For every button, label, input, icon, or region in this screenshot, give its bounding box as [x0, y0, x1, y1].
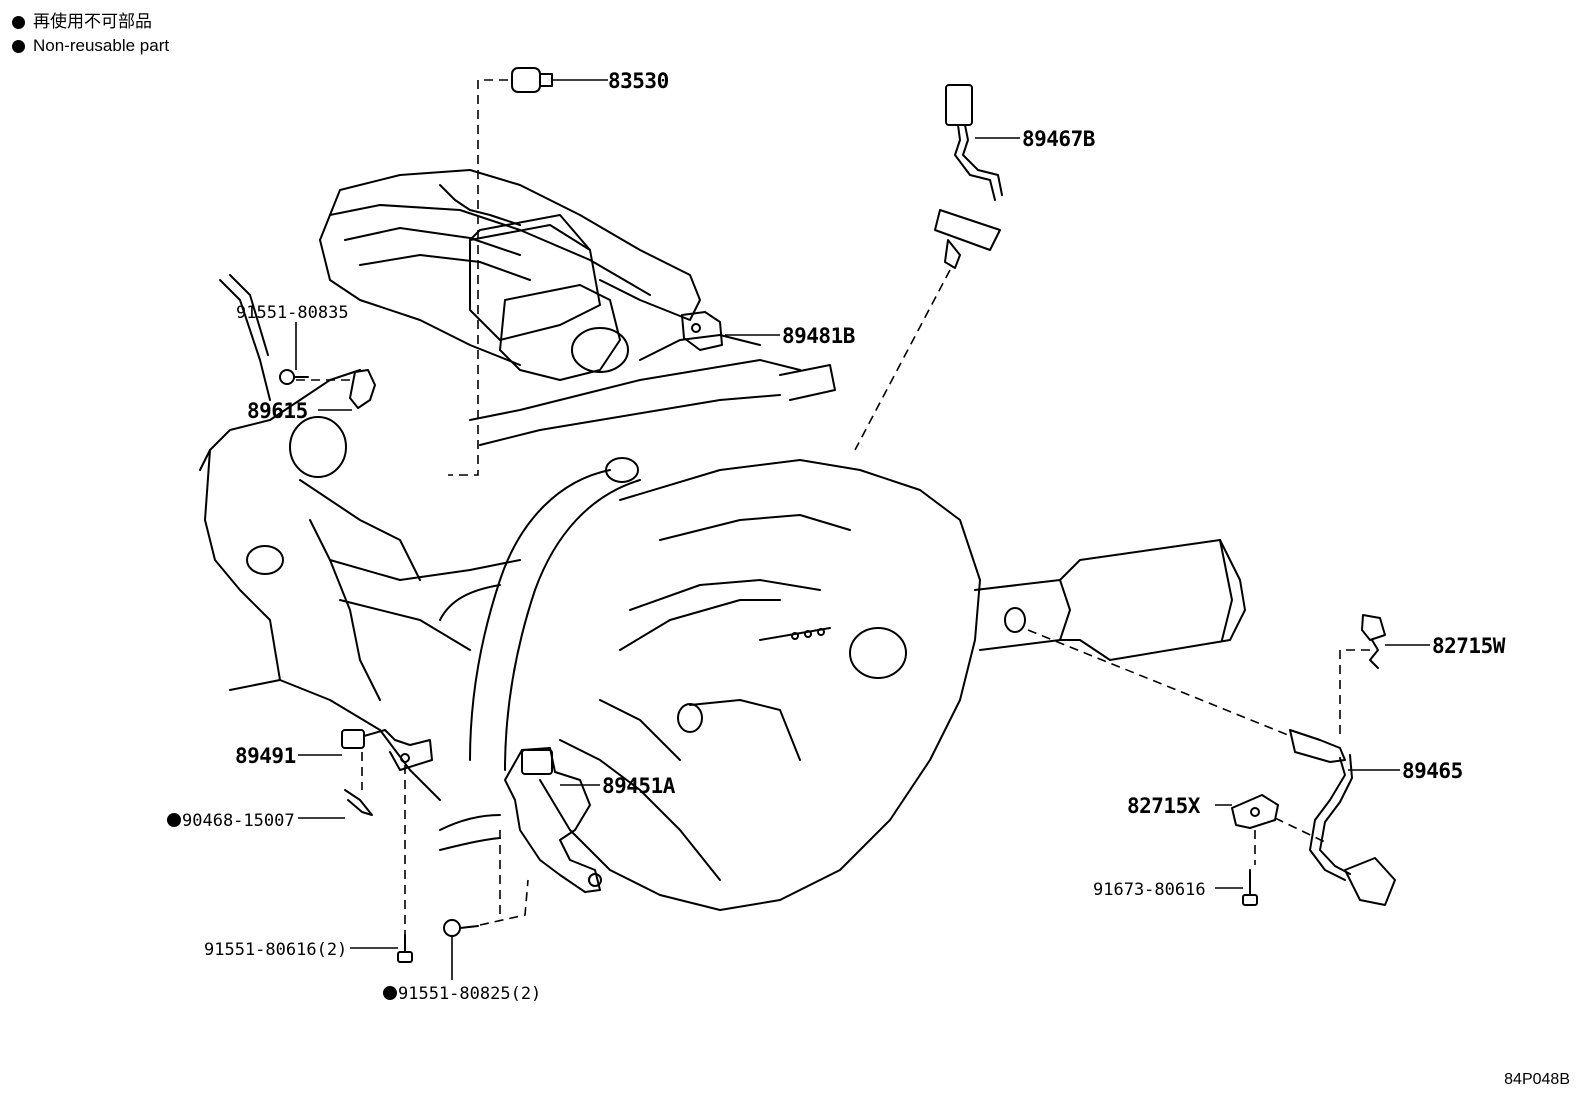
part-82715W-sketch: [1361, 614, 1386, 669]
bolt-91551-80616-sketch: [397, 934, 413, 963]
part-label-91551-80835: 91551-80835: [236, 303, 349, 323]
part-label-89615: 89615: [247, 399, 308, 423]
part-89481B-sketch: [681, 311, 723, 351]
engine-assembly-drawing: [199, 169, 1246, 911]
part-89615-sketch: [279, 369, 376, 409]
bolt-91673-sketch: [1242, 869, 1258, 906]
legend: 再使用不可部品 Non-reusable part: [12, 10, 169, 58]
part-90468-sketch: [344, 789, 373, 816]
leader-lines: [295, 79, 1430, 980]
part-89467B-sketch: [934, 84, 1003, 269]
non-reusable-dot-icon: [12, 39, 25, 53]
part-label-89465: 89465: [1402, 759, 1463, 783]
non-reusable-dot-icon: [12, 15, 25, 29]
legend-row-jp: 再使用不可部品: [12, 10, 169, 34]
part-89465-sketch: [1289, 729, 1396, 906]
dashed-connection-lines: [296, 79, 1370, 935]
non-reusable-dot-icon: [167, 813, 181, 827]
non-reusable-dot-icon: [383, 986, 397, 1000]
part-label-82715X: 82715X: [1127, 794, 1201, 818]
legend-row-en: Non-reusable part: [12, 34, 169, 58]
part-label-89451A: 89451A: [602, 774, 676, 798]
bolt-91551-80825-sketch: [443, 919, 479, 937]
part-label-90468-15007: 90468-15007: [182, 811, 295, 831]
part-83530-sketch: [511, 67, 553, 93]
part-label-89467B: 89467B: [1022, 127, 1095, 151]
part-label-82715W: 82715W: [1432, 634, 1506, 658]
part-label-89491: 89491: [235, 744, 296, 768]
part-label-83530: 83530: [608, 69, 669, 93]
part-label-91673-80616: 91673-80616: [1093, 880, 1206, 900]
part-label-89481B: 89481B: [782, 324, 855, 348]
legend-text-en: Non-reusable part: [33, 36, 170, 55]
part-89491-sketch: [341, 729, 433, 771]
diagram-code: 84P048B: [1504, 1071, 1570, 1088]
part-label-91551-80825: 91551-80825(2): [398, 984, 541, 1004]
legend-text-jp: 再使用不可部品: [33, 12, 152, 31]
part-89451A-sketch: [504, 747, 602, 893]
part-82715X-sketch: [1231, 794, 1279, 829]
part-label-91551-80616: 91551-80616(2): [204, 940, 347, 960]
part-labels: 83530 89467B 91551-80835 89481B 89615 82…: [167, 69, 1506, 1004]
